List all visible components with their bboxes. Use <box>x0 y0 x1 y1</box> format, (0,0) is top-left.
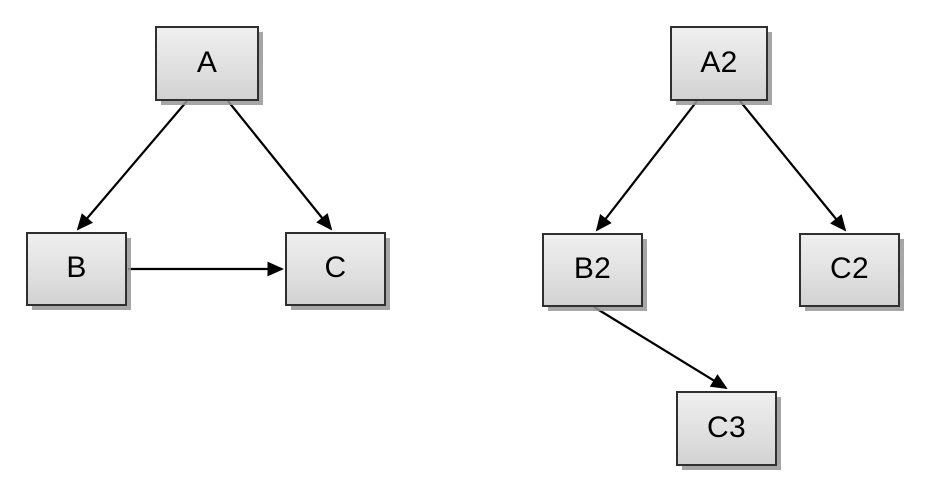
edge-a-to-c <box>227 100 333 231</box>
edge-line <box>227 100 332 230</box>
edge-line <box>596 100 698 231</box>
node-label: C <box>324 251 347 284</box>
node-label: A2 <box>700 45 738 79</box>
node-label: A <box>196 45 218 79</box>
node-c[interactable]: C <box>285 232 386 306</box>
node-c2[interactable]: C2 <box>799 233 900 307</box>
node-label: B2 <box>573 252 612 285</box>
node-label: B <box>66 251 87 284</box>
node-c3[interactable]: C3 <box>676 391 777 466</box>
edge-a-to-b <box>76 100 188 231</box>
arrowhead-icon <box>709 374 728 390</box>
node-label: C2 <box>830 252 869 285</box>
arrowhead-icon <box>595 214 612 232</box>
edge-b2-to-c3 <box>593 306 728 390</box>
node-label: C3 <box>707 410 746 444</box>
edge-line <box>739 100 846 231</box>
edge-a2-to-b2 <box>595 100 698 232</box>
edge-line <box>593 306 727 389</box>
edge-line <box>77 100 188 230</box>
arrowhead-icon <box>316 213 333 231</box>
node-a[interactable]: A <box>155 26 259 101</box>
edge-a2-to-c2 <box>739 100 847 232</box>
node-a2[interactable]: A2 <box>670 26 768 101</box>
arrowhead-icon <box>76 213 93 231</box>
arrowhead-icon <box>830 214 847 232</box>
edge-b-to-c <box>128 261 284 277</box>
node-b[interactable]: B <box>26 232 127 306</box>
arrowhead-icon <box>267 261 284 277</box>
node-b2[interactable]: B2 <box>542 233 643 307</box>
